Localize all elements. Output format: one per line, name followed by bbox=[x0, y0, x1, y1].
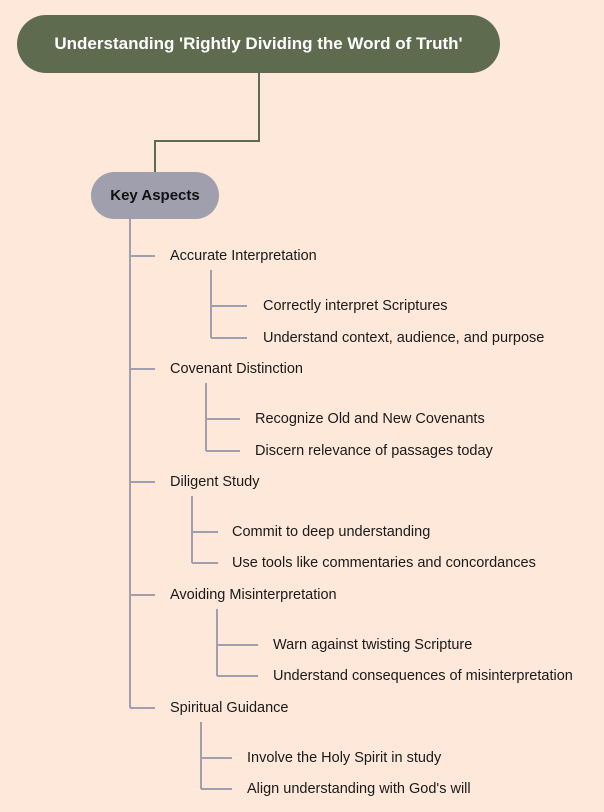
leaf-node[interactable]: Understand context, audience, and purpos… bbox=[263, 330, 545, 346]
leaf-node[interactable]: Commit to deep understanding bbox=[232, 524, 431, 540]
root-node-label: Understanding 'Rightly Dividing the Word… bbox=[54, 34, 463, 53]
root-node[interactable]: Understanding 'Rightly Dividing the Word… bbox=[17, 15, 500, 73]
aspect-spiritual-guidance[interactable]: Spiritual Guidance bbox=[170, 700, 289, 716]
key-aspects-node[interactable]: Key Aspects bbox=[91, 172, 219, 219]
leaf-node[interactable]: Recognize Old and New Covenants bbox=[255, 411, 485, 427]
leaf-node[interactable]: Warn against twisting Scripture bbox=[273, 637, 473, 653]
leaf-node[interactable]: Correctly interpret Scriptures bbox=[263, 298, 448, 314]
root-connector bbox=[154, 73, 260, 172]
aspect-covenant-distinction[interactable]: Covenant Distinction bbox=[170, 361, 303, 377]
leaf-node[interactable]: Involve the Holy Spirit in study bbox=[247, 750, 442, 766]
leaf-node[interactable]: Use tools like commentaries and concorda… bbox=[232, 555, 536, 571]
aspect-accurate-interpretation[interactable]: Accurate Interpretation bbox=[170, 248, 317, 264]
leaf-node[interactable]: Discern relevance of passages today bbox=[255, 443, 493, 459]
aspect-diligent-study[interactable]: Diligent Study bbox=[170, 474, 260, 490]
leaf-node[interactable]: Understand consequences of misinterpreta… bbox=[273, 668, 573, 684]
leaf-node[interactable]: Align understanding with God's will bbox=[247, 781, 471, 797]
aspect-avoiding-misinterpretation[interactable]: Avoiding Misinterpretation bbox=[170, 587, 337, 603]
key-aspects-label: Key Aspects bbox=[110, 187, 200, 204]
